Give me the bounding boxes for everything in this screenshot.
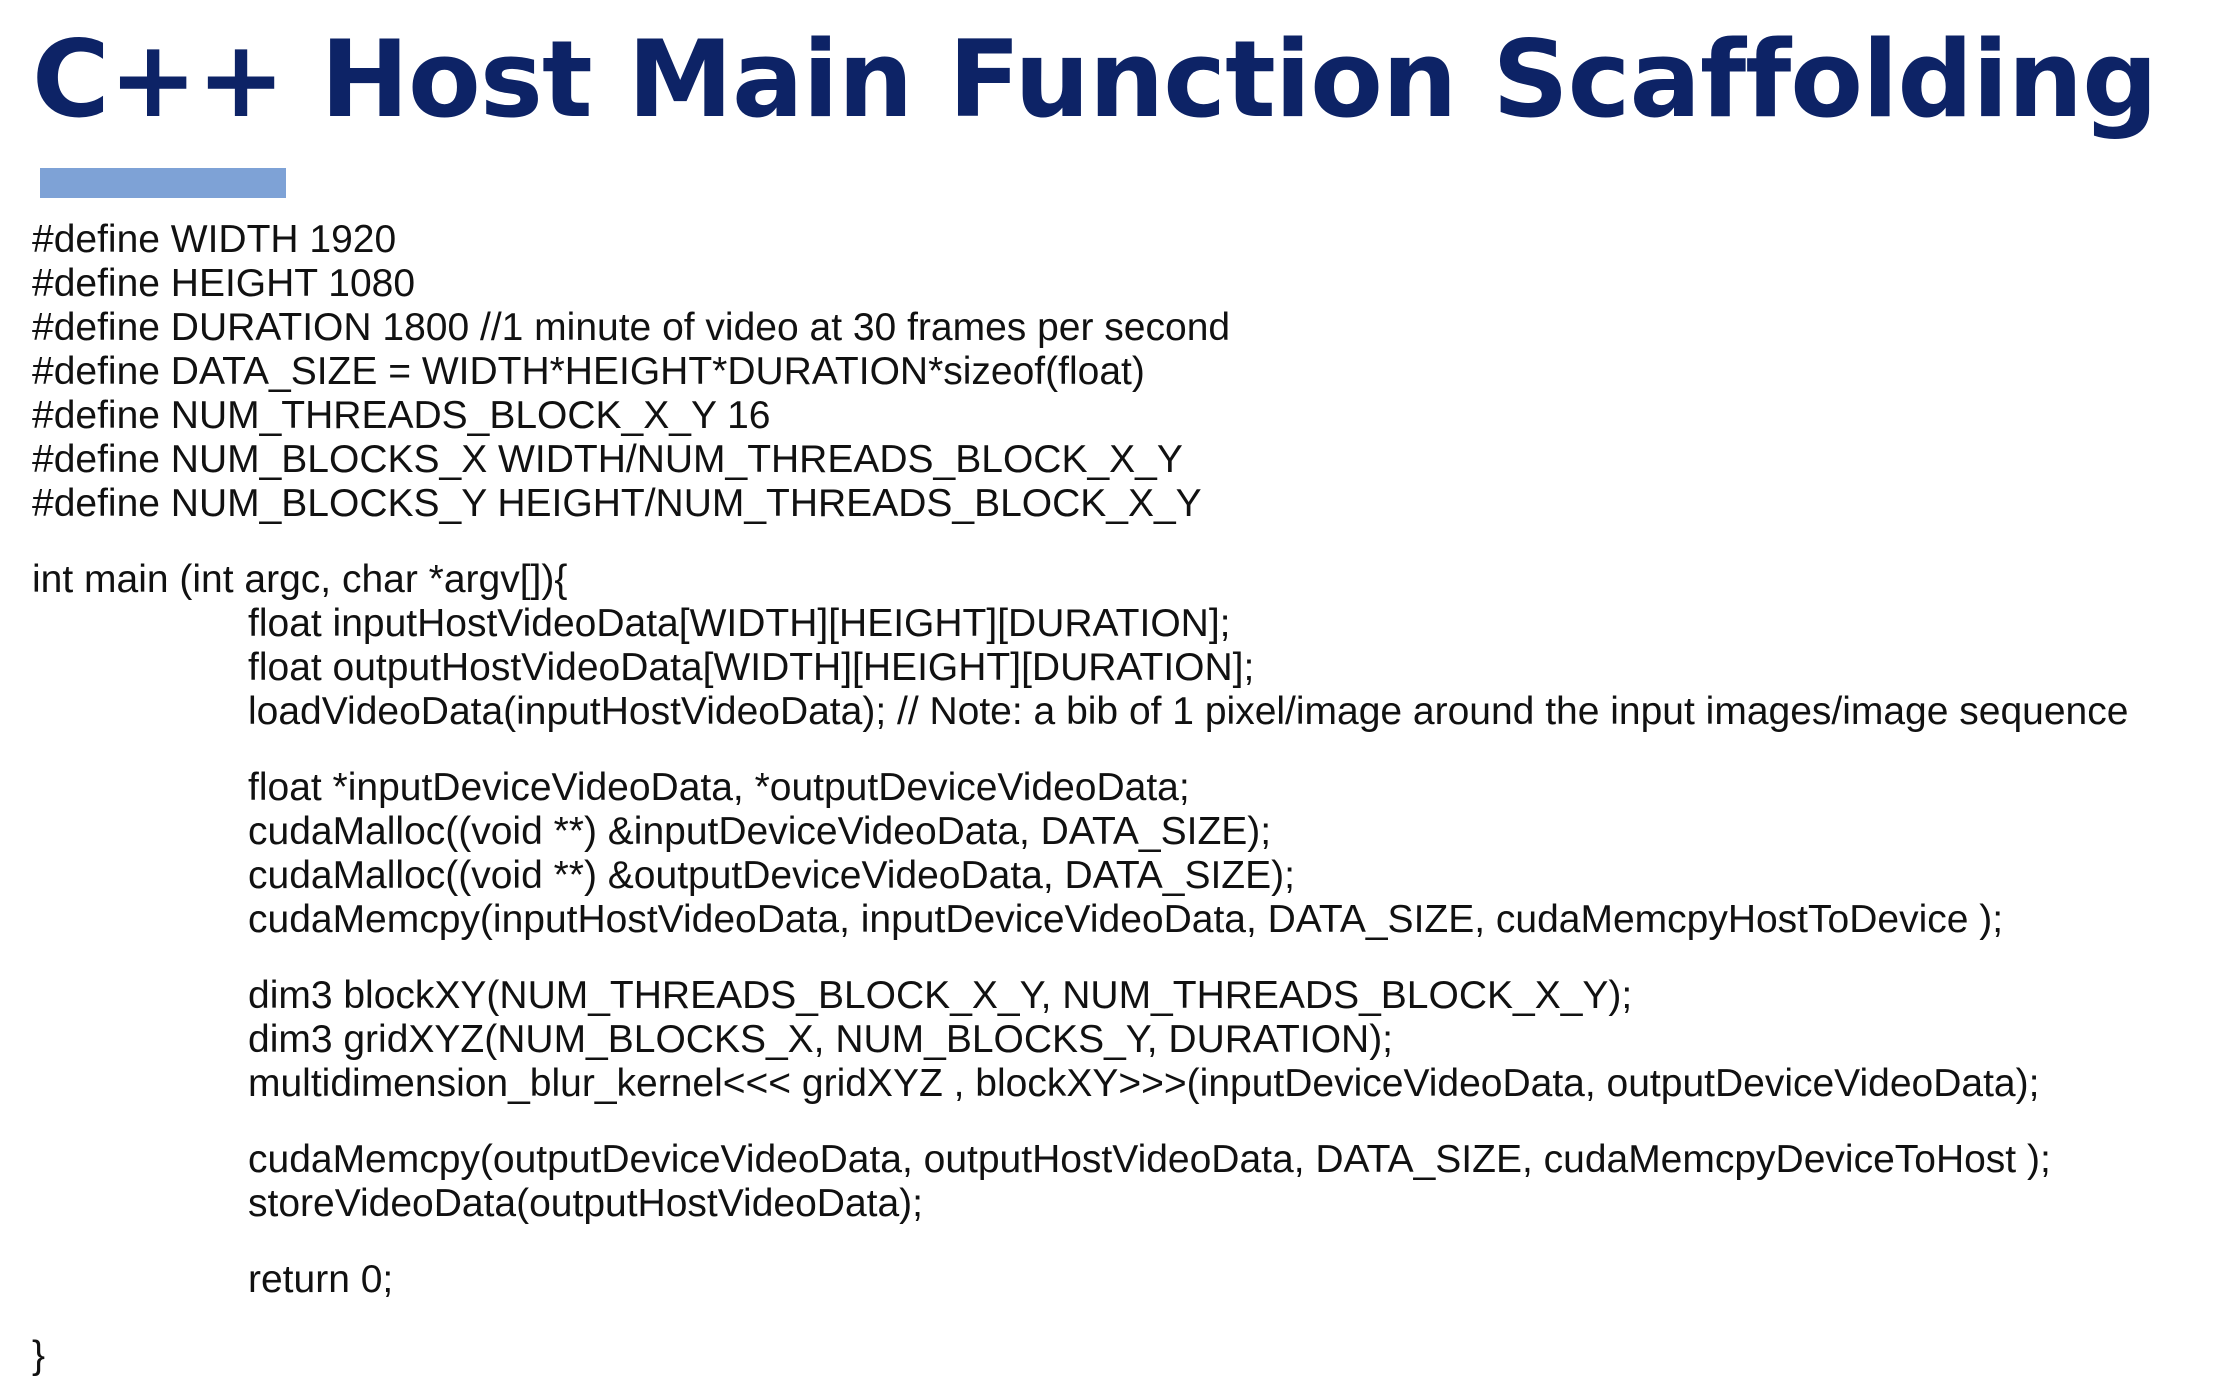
code-line-define-data-size: #define DATA_SIZE = WIDTH*HEIGHT*DURATIO…	[32, 350, 1145, 393]
code-line-return: return 0;	[248, 1258, 394, 1301]
code-line-define-num-blocks-x: #define NUM_BLOCKS_X WIDTH/NUM_THREADS_B…	[32, 438, 1183, 481]
code-line-load-video-data: loadVideoData(inputHostVideoData); // No…	[248, 690, 2129, 733]
code-gap	[32, 1226, 2128, 1258]
code-line-block-xy: dim3 blockXY(NUM_THREADS_BLOCK_X_Y, NUM_…	[248, 974, 1633, 1017]
code-line-closing-brace: }	[32, 1334, 46, 1377]
code-line-define-duration: #define DURATION 1800 //1 minute of vide…	[32, 306, 1231, 349]
code-line-kernel-launch: multidimension_blur_kernel<<< gridXYZ , …	[248, 1062, 2040, 1105]
code-line-input-host-data: float inputHostVideoData[WIDTH][HEIGHT][…	[248, 602, 1231, 645]
code-line-cuda-memcpy-device-to-host: cudaMemcpy(outputDeviceVideoData, output…	[248, 1138, 2051, 1181]
code-block: #define WIDTH 1920 #define HEIGHT 1080 #…	[32, 218, 2128, 1378]
title-accent-bar	[40, 168, 286, 198]
code-gap	[32, 526, 2128, 558]
code-line-cuda-malloc-input: cudaMalloc((void **) &inputDeviceVideoDa…	[248, 810, 1272, 853]
code-gap	[32, 1106, 2128, 1138]
code-gap	[32, 734, 2128, 766]
code-line-define-height: #define HEIGHT 1080	[32, 262, 416, 305]
code-line-store-video-data: storeVideoData(outputHostVideoData);	[248, 1182, 923, 1225]
code-line-device-pointers: float *inputDeviceVideoData, *outputDevi…	[248, 766, 1190, 809]
slide-title: C++ Host Main Function Scaffolding	[32, 18, 2158, 141]
code-line-output-host-data: float outputHostVideoData[WIDTH][HEIGHT]…	[248, 646, 1255, 689]
code-line-cuda-malloc-output: cudaMalloc((void **) &outputDeviceVideoD…	[248, 854, 1295, 897]
code-gap	[32, 942, 2128, 974]
code-line-define-num-blocks-y: #define NUM_BLOCKS_Y HEIGHT/NUM_THREADS_…	[32, 482, 1202, 525]
code-line-define-num-threads: #define NUM_THREADS_BLOCK_X_Y 16	[32, 394, 771, 437]
code-gap	[32, 1302, 2128, 1334]
code-line-define-width: #define WIDTH 1920	[32, 218, 397, 261]
code-line-grid-xyz: dim3 gridXYZ(NUM_BLOCKS_X, NUM_BLOCKS_Y,…	[248, 1018, 1394, 1061]
code-line-main-signature: int main (int argc, char *argv[]){	[32, 558, 568, 601]
code-line-cuda-memcpy-host-to-device: cudaMemcpy(inputHostVideoData, inputDevi…	[248, 898, 2004, 941]
